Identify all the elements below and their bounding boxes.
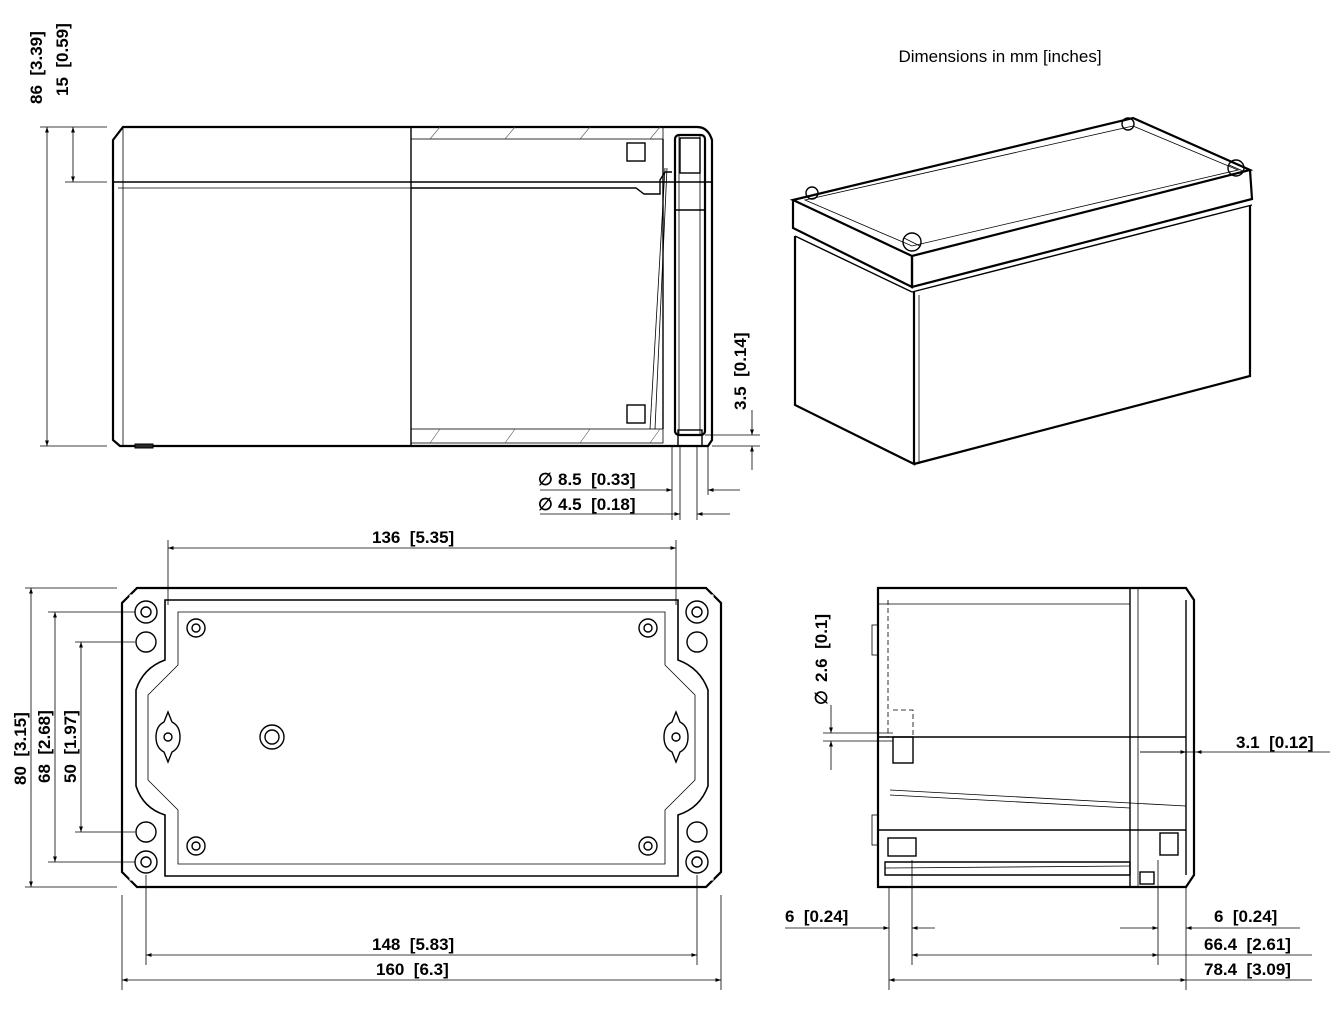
side-view: ∅ 2.6 [0.1] 3.1 [0.12] 6 [0.24] 6 [0.24]…	[785, 586, 1330, 990]
dim-lid-offset: 3.1 [0.12]	[1236, 733, 1314, 752]
dim-side-right: 6 [0.24]	[1214, 907, 1277, 926]
dim-length-inner: 148 [5.83]	[372, 935, 454, 954]
dim-height-total: 86 [3.39]	[27, 31, 46, 104]
dim-hole-spacing-long: 136 [5.35]	[372, 528, 454, 547]
dim-dia-outer: 8.5 [0.33]	[558, 470, 636, 489]
dim-dia-small: 2.6 [0.1]	[812, 614, 831, 682]
front-view: 86 [3.39] 15 [0.59] 3.5 [0.14] ∅ 8.5 [0.…	[27, 23, 760, 520]
isometric-view	[789, 116, 1254, 466]
dim-length-total: 160 [6.3]	[376, 960, 449, 979]
dim-width-inner: 68 [2.68]	[35, 710, 54, 783]
bottom-view: 136 [5.35] 80 [3.15] 68 [2.68] 50 [1.97]…	[11, 528, 723, 990]
dim-gasket-gap: 3.5 [0.14]	[731, 333, 750, 411]
dim-width-holes: 50 [1.97]	[61, 710, 80, 783]
drawing-title: Dimensions in mm [inches]	[898, 47, 1101, 66]
dim-depth-total: 78.4 [3.09]	[1204, 960, 1291, 979]
diameter-symbol-outer: ∅	[538, 470, 553, 489]
dim-side-left: 6 [0.24]	[785, 907, 848, 926]
dim-dia-inner: 4.5 [0.18]	[558, 495, 636, 514]
dim-lid-height: 15 [0.59]	[53, 23, 72, 96]
dim-depth-inner: 66.4 [2.61]	[1204, 935, 1291, 954]
diameter-symbol-small: ∅	[812, 690, 831, 705]
dim-width-total: 80 [3.15]	[11, 712, 30, 785]
diameter-symbol-inner: ∅	[538, 495, 553, 514]
